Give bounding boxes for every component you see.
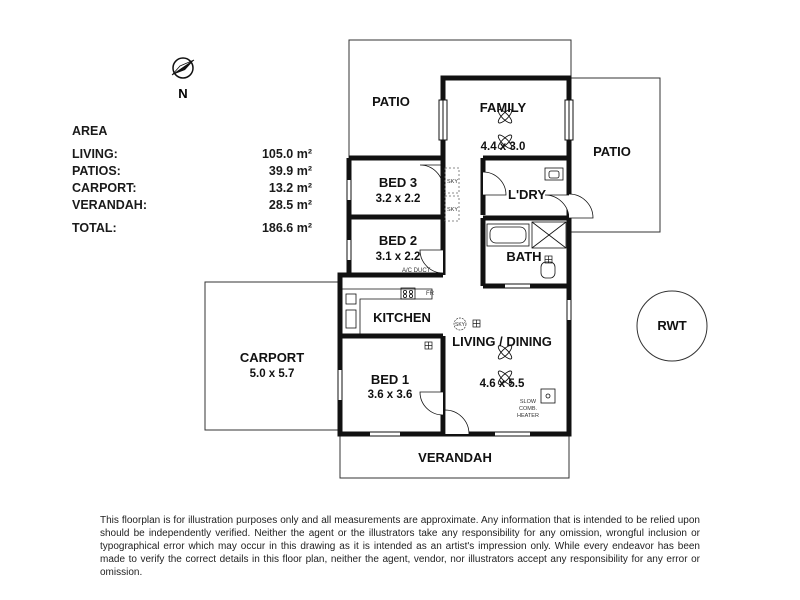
family-label: FAMILY bbox=[480, 100, 527, 115]
skylights bbox=[444, 167, 460, 222]
area-summary: AREA LIVING: 105.0 m² PATIOS: 39.9 m² CA… bbox=[72, 124, 312, 237]
family-dims: 4.4 x 3.0 bbox=[481, 141, 526, 153]
carport-label: CARPORT bbox=[240, 350, 304, 365]
area-row-label: CARPORT: bbox=[72, 181, 137, 195]
heater-label-1: SLOW bbox=[520, 399, 537, 405]
rwt-tank bbox=[636, 290, 708, 362]
sky-label-kitchen: SKY bbox=[455, 322, 466, 328]
walls bbox=[337, 75, 572, 437]
rwt-label: RWT bbox=[657, 318, 686, 333]
kitchen-label: KITCHEN bbox=[373, 310, 431, 325]
bed3-dims: 3.2 x 2.2 bbox=[376, 193, 421, 205]
heater-icon bbox=[540, 388, 556, 404]
sliding-doors bbox=[438, 99, 574, 141]
bed2-label: BED 2 bbox=[379, 233, 417, 248]
vent-icons bbox=[424, 255, 553, 350]
area-row-living: LIVING: 105.0 m² bbox=[72, 146, 312, 163]
bed1-label: BED 1 bbox=[371, 372, 409, 387]
bath-label: BATH bbox=[506, 249, 541, 264]
bed2-dims: 3.1 x 2.2 bbox=[376, 251, 421, 263]
area-row-verandah: VERANDAH: 28.5 m² bbox=[72, 197, 312, 214]
heater-label-3: HEATER bbox=[517, 413, 539, 419]
area-row-total: TOTAL: 186.6 m² bbox=[72, 220, 312, 237]
ceiling-fan-icon-living bbox=[497, 345, 513, 385]
sky-label-1: SKY bbox=[447, 179, 458, 185]
sky-label-2: SKY bbox=[447, 207, 458, 213]
area-row-value: 28.5 m² bbox=[268, 198, 312, 212]
kitchen-bench bbox=[341, 287, 433, 334]
ac-duct-label: A/C DUCT bbox=[402, 268, 431, 274]
heater-label-2: COMB. bbox=[519, 406, 538, 412]
bed1-dims: 3.6 x 3.6 bbox=[368, 389, 413, 401]
window-panes bbox=[337, 180, 572, 437]
living-dining-dims: 4.6 x 5.5 bbox=[480, 378, 525, 390]
bed3-label: BED 3 bbox=[379, 175, 417, 190]
area-row-patios: PATIOS: 39.9 m² bbox=[72, 163, 312, 180]
area-row-label: PATIOS: bbox=[72, 164, 121, 178]
bathroom-fixtures bbox=[486, 167, 567, 279]
door-swings bbox=[419, 164, 594, 435]
area-row-carport: CARPORT: 13.2 m² bbox=[72, 180, 312, 197]
carport-dims: 5.0 x 5.7 bbox=[250, 368, 295, 380]
ceiling-fan-icon bbox=[497, 109, 513, 149]
windows bbox=[338, 180, 571, 436]
compass-icon bbox=[171, 57, 195, 79]
verandah-label: VERANDAH bbox=[418, 450, 492, 465]
area-row-label: LIVING: bbox=[72, 147, 118, 161]
area-row-value: 105.0 m² bbox=[261, 147, 312, 161]
area-title: AREA bbox=[72, 124, 108, 138]
patio-right-label: PATIO bbox=[593, 144, 631, 159]
area-row-value: 39.9 m² bbox=[268, 164, 312, 178]
compass-north-label: N bbox=[178, 86, 187, 101]
sky-kitchen-icon bbox=[453, 317, 467, 331]
area-row-label: VERANDAH: bbox=[72, 198, 147, 212]
disclaimer-text: This floorplan is for illustration purpo… bbox=[100, 515, 700, 578]
patio-left-label: PATIO bbox=[372, 94, 410, 109]
living-dining-label: LIVING / DINING bbox=[452, 334, 552, 349]
fridge-label: FR bbox=[426, 291, 435, 297]
area-total-value: 186.6 m² bbox=[261, 221, 312, 235]
laundry-label: L'DRY bbox=[508, 187, 546, 202]
area-total-label: TOTAL: bbox=[72, 221, 117, 235]
area-row-value: 13.2 m² bbox=[268, 181, 312, 195]
